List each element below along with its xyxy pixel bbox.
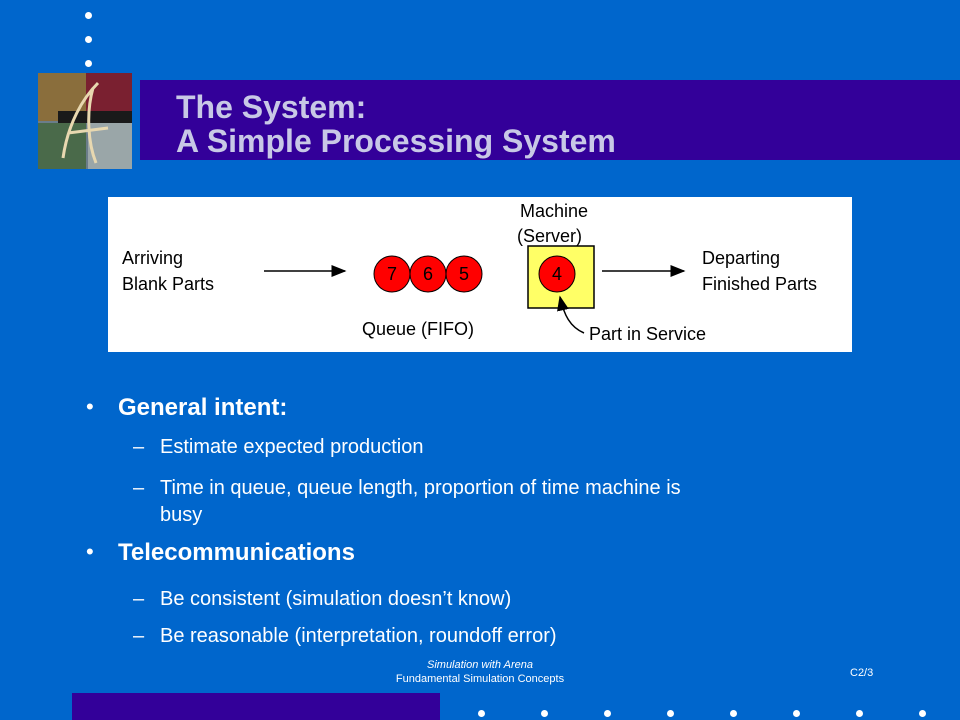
queue-part-6-number: 6 — [423, 264, 433, 284]
slide-footer: Simulation with Arena Fundamental Simula… — [350, 658, 610, 686]
footer-line-1: Simulation with Arena — [427, 659, 533, 671]
decor-dot — [85, 36, 92, 43]
departing-label-2: Finished Parts — [702, 274, 817, 294]
decor-dot — [478, 710, 485, 717]
bullet-icon: • — [86, 539, 94, 564]
processing-system-diagram: Arriving Blank Parts 7 6 5 Queue (FIFO) … — [108, 197, 852, 352]
decor-dot — [85, 12, 92, 19]
queue-label: Queue (FIFO) — [362, 319, 474, 339]
bullet-heading-general-intent: General intent: — [118, 394, 288, 421]
title-line-1: The System: — [176, 89, 367, 125]
dash-icon: – — [133, 436, 145, 458]
dash-icon: – — [133, 625, 145, 647]
departing-label-1: Departing — [702, 248, 780, 268]
decor-dot — [541, 710, 548, 717]
slide-number: C2/3 — [850, 667, 874, 679]
decor-dot — [919, 710, 926, 717]
bullet-item: Estimate expected production — [160, 436, 424, 458]
part-in-service-number: 4 — [552, 264, 562, 284]
decor-dot — [667, 710, 674, 717]
bullet-item-continuation: busy — [160, 504, 203, 526]
arena-logo — [38, 73, 132, 169]
machine-label-2: (Server) — [517, 226, 582, 246]
bullet-item: Be reasonable (interpretation, roundoff … — [160, 625, 557, 647]
decor-dot — [730, 710, 737, 717]
footer-line-2: Fundamental Simulation Concepts — [395, 673, 565, 685]
queue-part-5 — [445, 255, 483, 293]
decor-dot — [856, 710, 863, 717]
slide-title: The System: A Simple Processing System — [176, 90, 616, 158]
part-in-service — [538, 255, 576, 293]
footer-band — [72, 693, 440, 720]
queue-part-5-number: 5 — [459, 264, 469, 284]
arriving-label-2: Blank Parts — [122, 274, 214, 294]
title-band — [140, 80, 960, 160]
dash-icon: – — [133, 477, 145, 499]
arriving-label-1: Arriving — [122, 248, 183, 268]
bullet-item: Time in queue, queue length, proportion … — [160, 477, 681, 499]
bullet-icon: • — [86, 394, 94, 419]
part-in-service-pointer — [557, 295, 585, 334]
bullet-item: Be consistent (simulation doesn’t know) — [160, 588, 512, 610]
part-in-service-label: Part in Service — [589, 324, 706, 344]
title-line-2: A Simple Processing System — [176, 123, 616, 159]
queue-part-7-number: 7 — [387, 264, 397, 284]
dash-icon: – — [133, 588, 145, 610]
bullet-heading-telecommunications: Telecommunications — [118, 539, 355, 566]
decor-dot — [85, 60, 92, 67]
decor-dot — [604, 710, 611, 717]
decor-dot — [793, 710, 800, 717]
machine-label-1: Machine — [520, 201, 588, 221]
